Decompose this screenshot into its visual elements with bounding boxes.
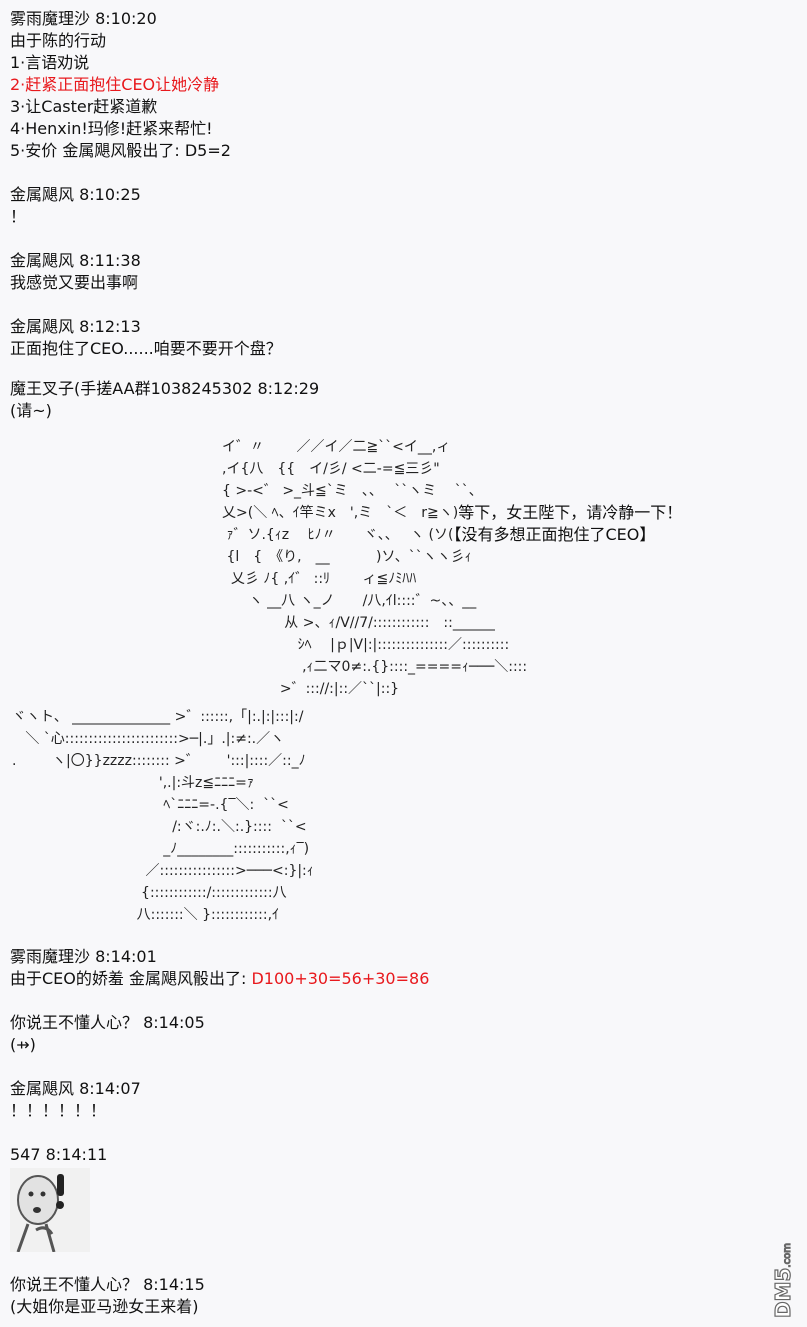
svg-text:DM5.com: DM5.com <box>771 1243 795 1318</box>
aa-line: . ヽ|〇}}zzzz:::::::: >゛ ':::|::::／::_ﾉ <box>12 753 306 769</box>
option-1: 1·言语劝说 <box>10 53 90 72</box>
option-4: 4·Henxin!玛修!赶紧来帮忙! <box>10 119 213 138</box>
aa-line: 八:::::::＼ }::::::::::::,ｲ <box>12 907 280 923</box>
msg-header: 金属飓风 8:12:13 <box>10 317 141 336</box>
aa-line: ヽ __八 ヽ_ノ /八,ｲl::::゛~、、__ <box>222 593 477 609</box>
msg-header: 金属飓风 8:10:25 <box>10 185 141 204</box>
thought-line: 【没有多想正面抱住了CEO】 <box>453 525 656 544</box>
aa-line: ',.|:斗z≦ﾆﾆﾆ=ｧ <box>12 775 254 791</box>
aa-line: 从 >、ｨ/V//7/:::::::::::: ::______ <box>222 615 495 631</box>
msg-header: 魔王叉子(手搓AA群1038245302 8:12:29 <box>10 379 320 398</box>
watermark-logo: DM5.com <box>768 1210 798 1320</box>
aa-line: _ﾉ________:::::::::::,ｨ‾) <box>12 841 310 857</box>
aa-text: 乂>(＼ ﾍ、ｲ竿ミx ',ミ `＜ r≧ヽ) <box>222 505 459 521</box>
aa-line: ＼ `心::::::::::::::::::::::::>─|.」.|:≠:.／… <box>12 731 285 747</box>
msg-line: (大姐你是亚马逊女王来着) <box>10 1297 199 1316</box>
aa-text: ｧ゛ソ.{ｨz ﾋﾉ〃 ヾ、、 ヽ (ソ( <box>222 527 454 543</box>
speech-line: 等下，女王陛下，请冷静一下！ <box>458 503 683 522</box>
aa-line: /:ヾ:.ﾉ:.＼:.}:::: ``< <box>12 819 307 835</box>
msg-header: 金属飓风 8:11:38 <box>10 251 141 270</box>
aa-line: ヾヽト、 ______________ >゛::::::,「|:.|:|:::|… <box>12 709 304 725</box>
aa-line: ｧ゛ソ.{ｨz ﾋﾉ〃 ヾ、、 ヽ (ソ(【没有多想正面抱住了CEO】 <box>222 524 655 546</box>
msg-line: 我感觉又要出事啊 <box>10 273 139 292</box>
msg-line: 由于CEO的娇羞 金属飓风骰出了: D100+30=56+30=86 <box>10 968 429 990</box>
aa-line: ,イ{八 {{ イ/彡/ <二-=≦三彡" <box>222 461 440 477</box>
aa-line: {l { 《り, __ )ソ、``ヽヽ彡ｨ <box>222 549 472 565</box>
msg-line: 由于陈的行动 <box>10 31 107 50</box>
aa-line: >゛::://:|::／``|::} <box>222 681 400 697</box>
msg-header: 雾雨魔理沙 8:10:20 <box>10 9 157 28</box>
aa-line: 乂>(＼ ﾍ、ｲ竿ミx ',ミ `＜ r≧ヽ)等下，女王陛下，请冷静一下！ <box>222 502 682 524</box>
ascii-art-upper: イ゛〃 ／／イ／二≧``<イ__,ィ ,イ{八 {{ イ/彡/ <二-=≦三彡"… <box>222 436 682 697</box>
dice-result: 5·安价 金属飓风骰出了: D5=2 <box>10 141 231 160</box>
aa-line: ﾍ`ﾆﾆﾆ=-.{‾＼: ``< <box>12 797 289 813</box>
msg-header: 你说王不懂人心？ 8:14:15 <box>10 1275 205 1294</box>
aa-line: ／::::::::::::::::>───<:}|:ｨ <box>12 863 314 879</box>
option-2-selected: 2·赶紧正面抱住CEO让她冷静 <box>10 75 220 94</box>
msg-line: (⇸) <box>10 1035 36 1054</box>
msg-line: ！ <box>10 207 27 226</box>
aa-line: 乂彡 ﾉ{ ,ｲ゛ ::ﾘ ィ≦ﾉﾐﾊﾊ <box>222 571 417 587</box>
option-3: 3·让Caster赶紧道歉 <box>10 97 158 116</box>
msg-line: ！！！！！！ <box>10 1101 107 1120</box>
msg-line: (请~) <box>10 401 52 420</box>
aa-line: {::::::::::::/:::::::::::::八 <box>12 885 287 901</box>
msg-header: 547 8:14:11 <box>10 1145 108 1164</box>
msg-header: 雾雨魔理沙 8:14:01 <box>10 947 157 966</box>
aa-line: ,ｨ二マ0≠:.{}::::_====ｨ───＼:::: <box>222 659 528 675</box>
dice-roll: D100+30=56+30=86 <box>251 969 430 988</box>
meme-sticker-image <box>10 1168 90 1253</box>
msg-text: 由于CEO的娇羞 金属飓风骰出了: <box>10 969 252 988</box>
aa-line: ｼﾍ |ｐ|V|:|:::::::::::::::／:::::::::: <box>222 637 510 653</box>
msg-header: 金属飓风 8:14:07 <box>10 1079 141 1098</box>
ascii-art-lower: ヾヽト、 ______________ >゛::::::,「|:.|:|:::|… <box>12 706 314 923</box>
aa-line: { >-<゛ >_斗≦`ミ 、、 ``ヽミ ``、 <box>222 483 483 499</box>
aa-line: イ゛〃 ／／イ／二≧``<イ__,ィ <box>222 439 451 455</box>
msg-line: 正面抱住了CEO......咱要不要开个盘？ <box>10 339 282 358</box>
msg-header: 你说王不懂人心？ 8:14:05 <box>10 1013 205 1032</box>
